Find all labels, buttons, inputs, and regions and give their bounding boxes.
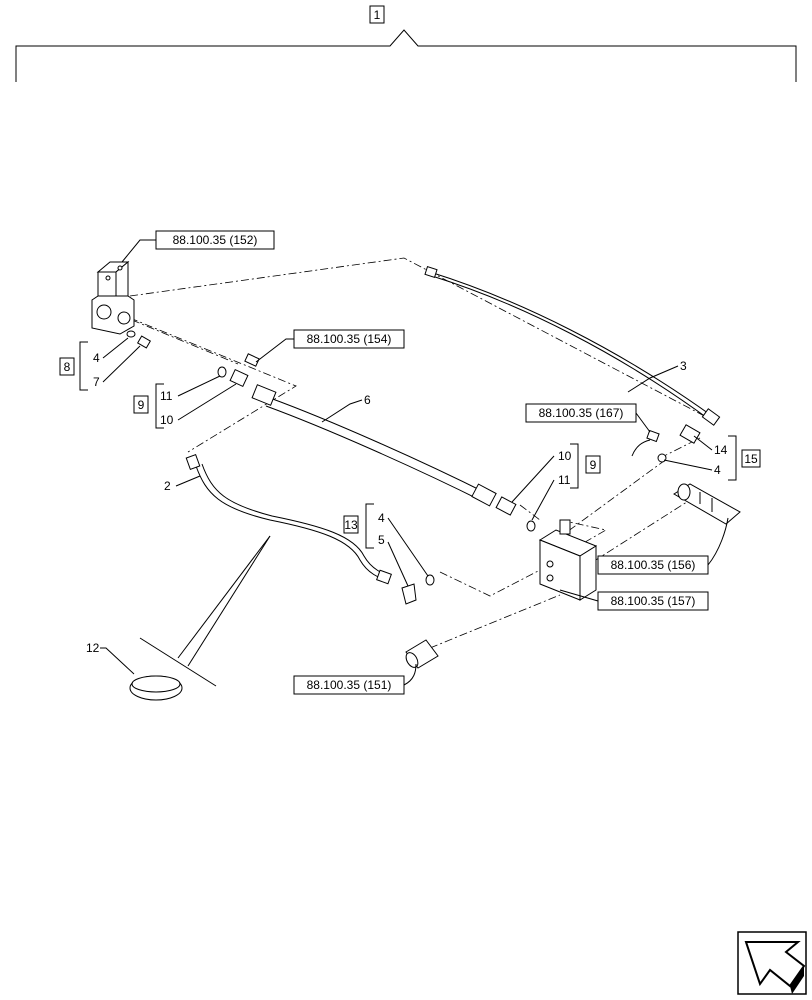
svg-text:14: 14 <box>714 443 728 457</box>
assembly-bracket: 1 <box>15 5 797 82</box>
svg-text:8: 8 <box>64 360 71 374</box>
svg-text:88.100.35 (156): 88.100.35 (156) <box>611 558 696 572</box>
control-valve[interactable] <box>91 260 135 335</box>
ref-154[interactable]: 88.100.35 (154) <box>255 329 405 363</box>
svg-text:7: 7 <box>93 375 100 389</box>
callout-6[interactable]: 6 <box>321 393 371 423</box>
svg-text:4: 4 <box>378 511 385 525</box>
kit-9-left[interactable]: 9 11 10 <box>133 375 237 429</box>
hose-3[interactable] <box>424 266 721 426</box>
svg-text:3: 3 <box>680 359 687 373</box>
elbow-5[interactable] <box>401 583 417 605</box>
fitting-7[interactable] <box>136 335 152 349</box>
kit-13[interactable]: 13 4 5 <box>343 503 429 587</box>
ref-167[interactable]: 88.100.35 (167) <box>525 403 651 433</box>
hose-6[interactable] <box>251 384 497 507</box>
clamp-12[interactable] <box>129 535 271 701</box>
callout-12[interactable]: 12 <box>86 641 135 675</box>
svg-text:4: 4 <box>93 351 100 365</box>
ref-156[interactable]: 88.100.35 (156) <box>597 517 729 575</box>
svg-text:12: 12 <box>86 641 100 655</box>
oring-4c[interactable] <box>657 453 667 463</box>
oring-4b[interactable] <box>425 574 435 586</box>
kit-15[interactable]: 15 14 4 <box>663 435 761 481</box>
svg-text:88.100.35 (157): 88.100.35 (157) <box>611 594 696 608</box>
svg-text:13: 13 <box>344 518 358 532</box>
svg-text:9: 9 <box>590 458 597 472</box>
svg-text:5: 5 <box>378 533 385 547</box>
dashed-guide-lines <box>129 257 713 649</box>
oring-11b[interactable] <box>526 520 536 532</box>
fitting-167[interactable] <box>646 429 660 443</box>
svg-text:88.100.35 (151): 88.100.35 (151) <box>307 678 392 692</box>
svg-text:15: 15 <box>744 452 758 466</box>
fitting-4a[interactable] <box>126 330 136 338</box>
svg-text:11: 11 <box>558 473 571 487</box>
svg-text:11: 11 <box>160 389 173 403</box>
fitting-154[interactable] <box>244 353 260 367</box>
svg-text:88.100.35 (154): 88.100.35 (154) <box>307 332 392 346</box>
callout-3[interactable]: 3 <box>627 359 687 393</box>
hose-2[interactable] <box>185 454 392 585</box>
adapter-14[interactable] <box>679 424 701 444</box>
valve-block-157[interactable] <box>538 519 598 601</box>
svg-text:9: 9 <box>138 398 145 412</box>
svg-text:2: 2 <box>164 479 171 493</box>
ref-152[interactable]: 88.100.35 (152) <box>121 230 275 263</box>
svg-text:88.100.35 (167): 88.100.35 (167) <box>539 406 624 420</box>
cylinder-156[interactable] <box>673 483 741 525</box>
svg-text:10: 10 <box>160 413 174 427</box>
oring-11a[interactable] <box>217 366 227 378</box>
adapter-10b[interactable] <box>495 496 517 516</box>
kit-8[interactable]: 8 4 7 <box>59 337 141 391</box>
assembly-ref-box[interactable] <box>369 5 385 24</box>
plug-151[interactable] <box>404 639 439 669</box>
adapter-10a[interactable] <box>229 368 249 388</box>
svg-text:6: 6 <box>364 393 371 407</box>
ref-151[interactable]: 88.100.35 (151) <box>293 663 417 695</box>
ref-157[interactable]: 88.100.35 (157) <box>559 589 709 611</box>
callout-2[interactable]: 2 <box>164 475 201 493</box>
svg-text:10: 10 <box>558 449 572 463</box>
assembly-ref-label: 1 <box>374 8 381 22</box>
svg-text:88.100.35 (152): 88.100.35 (152) <box>173 233 258 247</box>
svg-text:4: 4 <box>714 463 721 477</box>
kit-9-right[interactable]: 9 10 11 <box>511 443 601 521</box>
next-page-arrow-icon[interactable] <box>737 931 807 995</box>
